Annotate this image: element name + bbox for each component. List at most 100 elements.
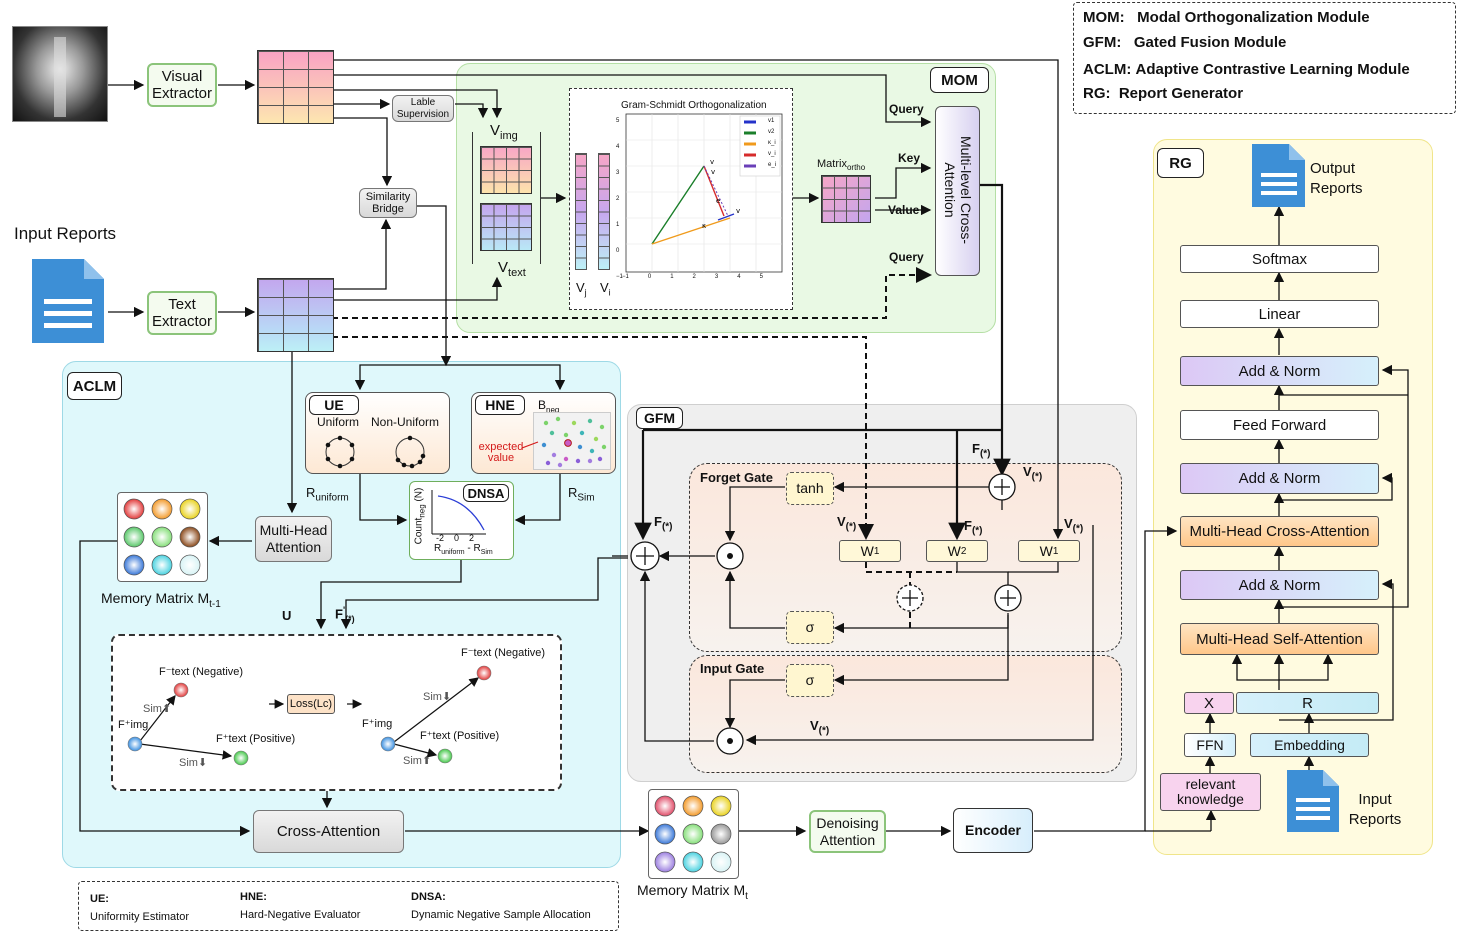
forget-gate-label: Forget Gate <box>700 470 773 485</box>
query-label-2: Query <box>889 250 924 264</box>
legend-bottom-ue: UE:Uniformity Estimator <box>90 893 190 923</box>
memory-matrix-t <box>648 789 739 879</box>
legend-bottom-dnsa: DNSA:Dynamic Negative Sample Allocation <box>411 891 591 921</box>
f-prime-label: F'(*) <box>335 605 355 624</box>
rg-input-reports-label: Input Reports <box>1348 791 1402 828</box>
feed-forward-box: Feed Forward <box>1180 410 1379 440</box>
query-label-1: Query <box>889 102 924 116</box>
gfm-f-top: F(*) <box>972 441 991 460</box>
expected-value-arrow <box>522 441 539 449</box>
denoising-attention-box: Denoising Attention <box>809 810 886 853</box>
similarity-bridge-box: Similarity Bridge <box>359 188 417 218</box>
embedding-box: Embedding <box>1250 733 1369 757</box>
input-gate-region <box>689 655 1122 773</box>
add-norm-1-box: Add & Norm <box>1180 570 1379 600</box>
contrast-left-sim-up: Sim⬆ <box>143 703 172 715</box>
x-box: X <box>1184 692 1234 714</box>
aclm-tag: ACLM <box>67 372 122 400</box>
non-uniform-label: Non-Uniform <box>371 415 440 429</box>
legend-top-mom: MOM: Modal Orthogonalization Module <box>1083 9 1370 26</box>
v-text-label: Vtext <box>498 259 526 279</box>
vj-label: Vj <box>576 280 587 298</box>
multi-head-attention-box: Multi-Head Attention <box>255 516 332 562</box>
loss-box: Loss(Lc) <box>287 694 335 714</box>
multi-level-cross-attention-box <box>935 106 980 276</box>
contrast-right-sim-down: Sim⬆ <box>403 755 432 767</box>
vj-vector <box>575 153 587 270</box>
ffn-box: FFN <box>1184 733 1236 757</box>
v-img-label: Vimg <box>490 122 518 142</box>
contrastive-diagram <box>127 665 492 766</box>
memory-matrix-prev-cells <box>123 498 201 576</box>
linear-box: Linear <box>1180 300 1379 328</box>
contrast-right-neg: F⁻text (Negative) <box>461 647 546 659</box>
xray-image <box>12 26 108 122</box>
mom-tag: MOM <box>930 67 989 93</box>
add-norm-2-box: Add & Norm <box>1180 463 1379 494</box>
u-label: U <box>282 608 292 623</box>
b-neg-scatter <box>533 412 611 470</box>
v-text-matrix <box>480 203 532 251</box>
output-reports-label: Output Reports <box>1310 160 1363 197</box>
non-uniform-circle-icon <box>395 435 426 469</box>
text-extractor-box: Text Extractor <box>147 291 217 335</box>
sigma-input-box: σ <box>786 664 834 697</box>
gfm-v-right: V(*) <box>1064 516 1084 535</box>
v-bracket-box <box>472 132 541 264</box>
rg-input-document-icon <box>1287 770 1339 832</box>
b-neg-label: Bneg <box>538 398 560 415</box>
contrast-right-pos: F⁺text (Positive) <box>420 730 500 742</box>
r-uniform-label: Runiform <box>306 485 349 504</box>
rg-tag: RG <box>1157 148 1204 178</box>
gs-plot: v v e κ v <box>625 113 783 273</box>
multi-head-self-attention-box: Multi-Head Self-Attention <box>1180 623 1379 655</box>
svg-text:κ: κ <box>702 222 706 230</box>
relevant-knowledge-box: relevant knowledge <box>1160 773 1261 811</box>
add-norm-3-box: Add & Norm <box>1180 356 1379 386</box>
gs-title: Gram-Schmidt Orthogonalization <box>621 100 767 111</box>
dnsa-tag: DNSA <box>463 484 509 502</box>
gfm-v-left: V(*) <box>837 514 857 533</box>
hne-tag: HNE <box>475 395 525 415</box>
softmax-box: Softmax <box>1180 245 1379 273</box>
key-label: Key <box>898 151 921 165</box>
memory-matrix-t-cells <box>654 795 732 873</box>
gfm-v-bottom: V(*) <box>810 718 830 737</box>
matrix-ortho-label: Matrixortho <box>817 158 866 173</box>
uniform-circle-icon <box>325 435 355 469</box>
encoder-box: Encoder <box>953 808 1033 853</box>
legend-top-aclm: ACLM: Adaptive Contrastive Learning Modu… <box>1083 61 1410 78</box>
gfm-tag: GFM <box>636 407 683 429</box>
input-reports-label: Input Reports <box>14 224 117 243</box>
legend-bottom-hne: HNE:Hard-Negative Evaluator <box>240 891 361 921</box>
expected-value-label: expected value <box>478 441 524 464</box>
output-document-icon <box>1252 144 1305 207</box>
v-img-matrix <box>480 146 532 194</box>
svg-text:v: v <box>736 207 740 215</box>
sigma-forget-box: σ <box>786 611 834 644</box>
svg-text:v: v <box>711 168 715 176</box>
legend-top-rg: RG: Report Generator <box>1083 85 1244 102</box>
contrast-left-img: F⁺img <box>118 719 149 731</box>
text-feature-matrix <box>257 278 334 352</box>
r-sim-label: RSim <box>568 485 595 504</box>
memory-matrix-t-label: Memory Matrix Mt <box>637 882 748 902</box>
r-box: R <box>1236 692 1379 714</box>
legend-top-gfm: GFM: Gated Fusion Module <box>1083 34 1287 51</box>
multi-head-cross-attention-box: Multi-Head Cross-Attention <box>1180 516 1379 547</box>
contrastive-box <box>111 634 562 791</box>
svg-text:e: e <box>716 197 720 205</box>
value-label: Value <box>888 203 920 217</box>
gfm-f-mid: F(*) <box>964 518 983 537</box>
vi-vector <box>598 153 610 270</box>
vi-label: Vi <box>600 280 611 298</box>
contrast-right-img: F⁺img <box>362 718 393 730</box>
